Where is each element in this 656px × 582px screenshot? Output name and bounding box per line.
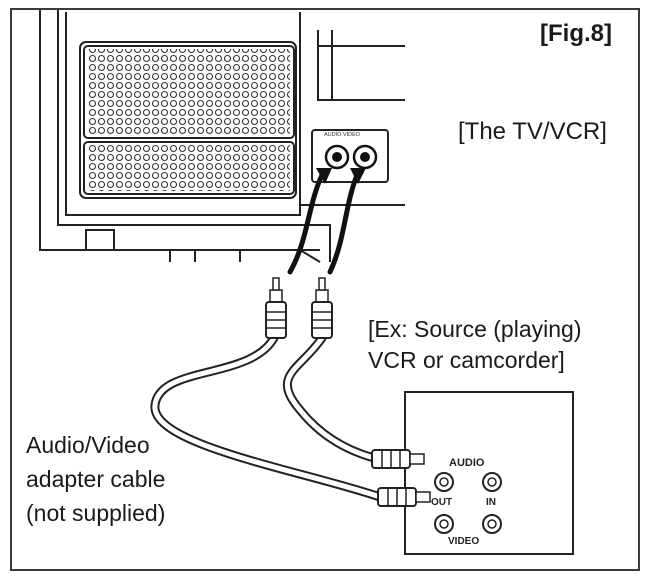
cable-plug-left [265,277,287,339]
source-label-line1: [Ex: Source (playing) [368,316,582,342]
source-audio-label: AUDIO [449,457,485,469]
source-out-label: OUT [431,497,452,508]
tv-jack-label: AUDIO VIDEO [324,132,361,138]
cable-plug-right [311,277,333,339]
source-plug-audio [371,449,425,469]
cable-label-line3: (not supplied) [26,500,166,526]
source-video-label: VIDEO [448,536,479,547]
cable-label-line1: Audio/Video [26,432,150,458]
av-cable [150,333,385,502]
arrow-head-right [350,168,366,184]
insertion-arrows [287,172,360,275]
cable-label-line2: adapter cable [26,466,166,492]
arrow-head-left [316,168,332,184]
figure-frame [10,8,640,571]
source-plug-video [377,487,431,507]
source-jacks [434,472,502,534]
source-in-label: IN [486,497,496,508]
tv-set [39,10,405,263]
tv-av-jacks [324,144,378,170]
tv-vcr-label: [The TV/VCR] [458,118,607,145]
source-label-line2: VCR or camcorder] [368,347,565,373]
figure-number: [Fig.8] [540,20,612,47]
